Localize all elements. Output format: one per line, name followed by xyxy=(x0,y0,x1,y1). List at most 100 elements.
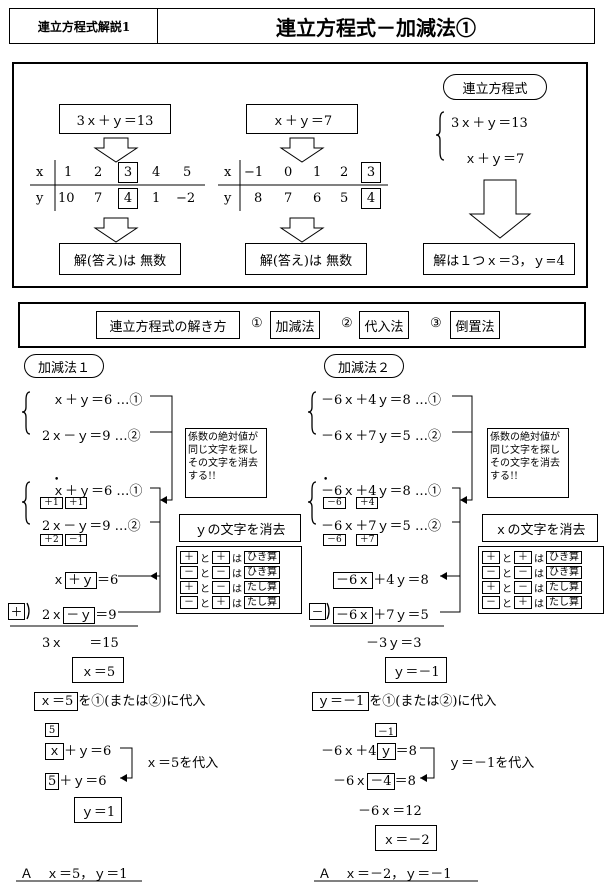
left-add-a: ｘ＋ｙ＝6 xyxy=(52,569,118,589)
rule-and: と xyxy=(200,569,210,580)
right-e2-post: ＝8 xyxy=(394,774,416,789)
rule-sign-a: － xyxy=(482,596,500,609)
left-eq1b-text: ｘ＋ｙ＝6 …① xyxy=(52,484,142,499)
right-conn-3 xyxy=(440,575,461,613)
rule-sign-a: － xyxy=(482,566,500,579)
right-eq1b-text: －6ｘ＋4ｙ＝8 …① xyxy=(321,484,441,499)
left-e1: ｘ＋ｙ＝6 xyxy=(45,740,111,760)
rule-row: ＋と＋はひき算 xyxy=(482,550,600,565)
left-e1-post: ＋ｙ＝6 xyxy=(64,744,112,759)
left-sub-box: ｘ＝5 xyxy=(34,692,79,711)
left-title: 加減法１ xyxy=(24,354,104,378)
table1-x3: 4 xyxy=(152,165,161,180)
rule-and: と xyxy=(502,584,512,595)
left-brace-1 xyxy=(21,391,31,435)
rule-sign-a: － xyxy=(180,596,198,609)
right-sub-b-box: －6ｘ xyxy=(333,607,374,624)
left-eq2b: 2ｘ－ｙ＝9 …② xyxy=(42,519,141,534)
right-e3: －6ｘ＝12 xyxy=(358,804,422,819)
table1-x4: 5 xyxy=(183,165,192,180)
rule-and: と xyxy=(200,599,210,610)
right-conn-2 xyxy=(440,487,461,577)
left-conn-2 xyxy=(150,487,161,577)
right-sub-text: を①(または②)に代入 xyxy=(369,694,497,709)
rule-sign-b: ＋ xyxy=(514,596,532,609)
intro-ans1-box: 解(答え)は 無数 xyxy=(59,243,181,275)
right-e1-pre: －6ｘ＋4 xyxy=(321,744,377,759)
rule-sign-b: ＋ xyxy=(514,551,532,564)
page-title: 連立方程式－加減法① xyxy=(276,15,476,40)
rule-row: ＋と－はたし算 xyxy=(180,580,298,595)
right-answer: Ａ ｘ＝－2，ｙ＝－1 xyxy=(318,867,452,882)
down-arrow-2 xyxy=(279,137,325,163)
header-title-box: 連立方程式－加減法① xyxy=(157,8,595,44)
arrow-heads xyxy=(120,496,467,782)
flow-connectors xyxy=(10,395,478,882)
braces xyxy=(21,111,445,620)
rule-sign-a: － xyxy=(180,566,198,579)
table2-y2: 6 xyxy=(313,191,322,206)
left-add-a-box: ＋ｙ xyxy=(65,572,98,589)
table1-y3: 1 xyxy=(152,191,161,206)
left-add-b-box: －ｙ xyxy=(63,607,96,624)
left-plus-sign: ＋ xyxy=(8,603,25,620)
intro-eq2: ｘ＋ｙ＝7 xyxy=(271,113,333,129)
right-small-neg1: －1 xyxy=(375,723,397,738)
method-kagen: 加減法 xyxy=(270,311,320,339)
right-e2: －6ｘ－4＝8 xyxy=(333,770,416,790)
rule-and: と xyxy=(200,584,210,595)
sys-answer-box: 解は１つｘ＝3，ｙ=4 xyxy=(423,243,575,275)
ah-right-4 xyxy=(420,774,427,782)
table2-x0: −1 xyxy=(244,165,264,180)
left-coef1: ＋1＋1 xyxy=(40,494,89,509)
right-coef1a: －6 xyxy=(323,497,346,509)
table-lines xyxy=(30,160,388,211)
rule-operation: ひき算 xyxy=(546,566,582,579)
left-e2-box: 5 xyxy=(45,773,60,790)
left-e2: 5＋ｙ＝6 xyxy=(45,770,107,790)
table1-x-label: x xyxy=(36,165,44,180)
right-sub-box: ｙ＝－1 xyxy=(312,692,370,711)
left-sum: 3ｘ ＝15 xyxy=(42,636,119,651)
methods-label: 連立方程式の解き方 xyxy=(96,311,240,339)
right-coef2: －6＋7 xyxy=(323,531,380,546)
right-e1-box: ｙ xyxy=(376,743,396,760)
table2-y3: 5 xyxy=(340,191,349,206)
rule-operation: ひき算 xyxy=(244,566,280,579)
left-coef1b: ＋1 xyxy=(64,497,88,509)
sys-answer: 解は１つｘ＝3，ｙ=4 xyxy=(433,253,565,269)
left-y-result: ｙ＝1 xyxy=(74,797,122,823)
left-add-a-post: ＝6 xyxy=(97,573,119,588)
table2-x-label: x xyxy=(224,165,232,180)
left-note: 係数の絶対値が同じ文字を探しその文字を消去する!! xyxy=(185,428,267,498)
rule-is: は xyxy=(232,554,242,565)
rule-operation: ひき算 xyxy=(546,551,582,564)
ah-left-2 xyxy=(150,572,157,580)
right-sub-note: ｙ＝－1を代入 xyxy=(448,756,535,771)
right-eq2b: －6ｘ＋7ｙ＝5 …② xyxy=(321,519,441,534)
down-arrow-1 xyxy=(93,137,139,163)
table1-x2: 3 xyxy=(118,162,138,183)
left-coef1a: ＋1 xyxy=(40,497,63,509)
right-minus-sign: － xyxy=(309,603,326,620)
left-answer: Ａ ｘ＝5，ｙ＝1 xyxy=(20,867,128,882)
right-coef1: －6＋4 xyxy=(323,494,380,509)
left-title-text: 加減法１ xyxy=(37,360,90,376)
intro-eq1-box: 3ｘ＋ｙ＝13 xyxy=(59,104,171,134)
left-note-text: 係数の絶対値が同じ文字を探しその文字を消去する!! xyxy=(188,432,258,482)
table2-x4: 3 xyxy=(361,162,381,183)
system-label-text: 連立方程式 xyxy=(462,81,528,97)
ah-left-1 xyxy=(160,496,167,504)
rule-operation: たし算 xyxy=(244,596,280,609)
m1-num: ① xyxy=(251,316,263,331)
left-add-b: 2ｘ－ｙ＝9 xyxy=(42,604,117,624)
left-sub-text: を①(または②)に代入 xyxy=(78,694,206,709)
intro-eq2-box: ｘ＋ｙ＝7 xyxy=(246,104,358,134)
rule-sign-a: ＋ xyxy=(482,581,500,594)
down-arrow-3 xyxy=(93,217,139,243)
table2-y4: 4 xyxy=(361,188,381,209)
right-x-result: ｘ＝－2 xyxy=(375,825,437,851)
